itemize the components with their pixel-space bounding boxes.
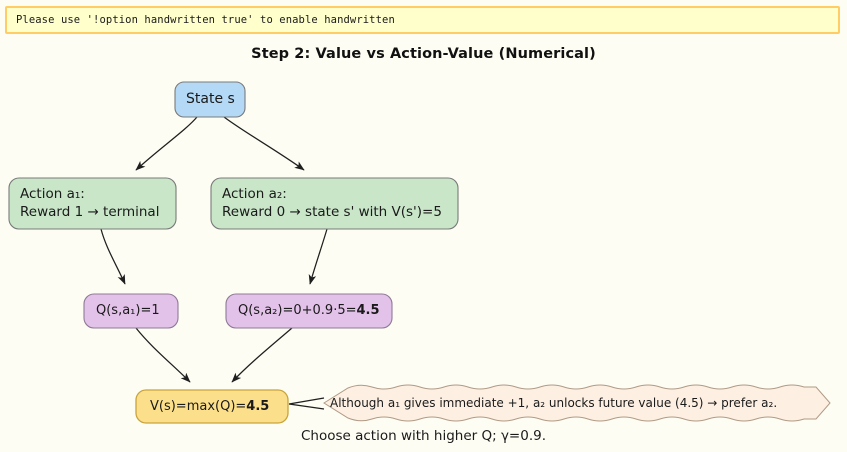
node-label-action-a1-line1: Action a₁:	[20, 186, 85, 202]
page-title: Step 2: Value vs Action-Value (Numerical…	[251, 46, 596, 62]
node-note-callout[interactable]	[323, 384, 831, 422]
edge-action-a2-to-q-a2	[308, 228, 328, 285]
node-label-action-a1: Action a₁: Reward 1 → terminal	[20, 186, 159, 222]
node-action-a2[interactable]	[210, 177, 459, 230]
node-label-action-a1-line2: Reward 1 → terminal	[20, 203, 160, 220]
node-label-note: Although a₁ gives immediate +1, a₂ unloc…	[330, 396, 778, 410]
node-action-a1[interactable]	[8, 177, 177, 230]
node-label-action-a2-line1: Action a₂:	[222, 186, 287, 202]
node-label-v-s-result: 4.5	[246, 399, 270, 414]
edge-q-a2-to-v-s	[231, 327, 293, 383]
node-state-s[interactable]	[174, 81, 246, 118]
node-v-s[interactable]	[135, 389, 289, 424]
node-label-v-s-expression: V(s)=max(Q)=	[150, 399, 247, 414]
node-q-a2[interactable]	[225, 293, 393, 329]
node-label-v-s: V(s)=max(Q)=4.5	[150, 398, 269, 415]
edge-group	[100, 116, 328, 410]
edge-state-to-action-a1	[135, 116, 198, 171]
node-label-action-a2-line2: Reward 0 → state s' with V(s')=5	[222, 203, 442, 220]
edge-action-a1-to-q-a1	[100, 228, 126, 285]
node-label-q-a2: Q(s,a₂)=0+0.9·5=4.5	[238, 302, 380, 319]
node-label-q-a2-expression: Q(s,a₂)=0+0.9·5=	[238, 303, 357, 318]
node-q-a1[interactable]	[83, 293, 179, 329]
node-shape-group	[8, 81, 831, 424]
handwritten-option-banner: Please use '!option handwritten true' to…	[5, 6, 840, 34]
diagram-caption: Choose action with higher Q; γ=0.9.	[300, 428, 547, 444]
banner-message: Please use '!option handwritten true' to…	[16, 14, 395, 26]
edge-state-to-action-a2	[223, 116, 305, 171]
edge-q-a1-to-v-s	[135, 327, 191, 383]
edge-v-s-to-note	[288, 397, 325, 410]
node-label-q-a2-result: 4.5	[356, 303, 380, 318]
node-label-action-a2: Action a₂: Reward 0 → state s' with V(s'…	[222, 186, 442, 222]
node-label-state-s: State s	[186, 91, 235, 107]
node-label-q-a1: Q(s,a₁)=1	[96, 303, 160, 318]
